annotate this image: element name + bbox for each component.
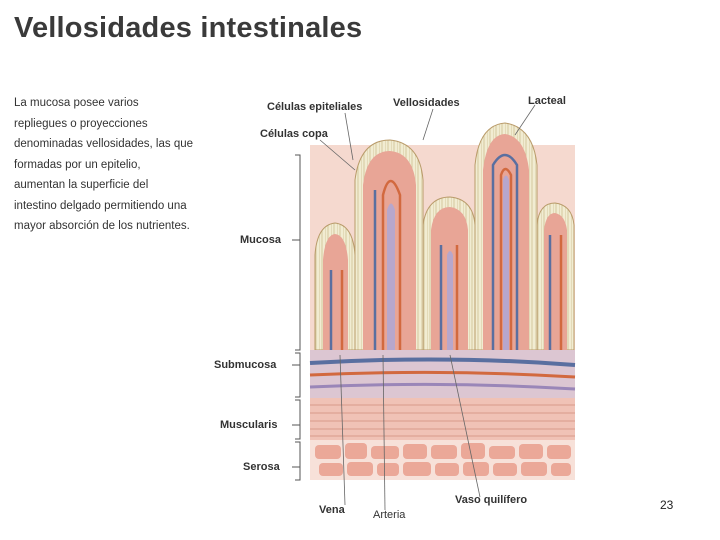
- villi-illustration: Células epiteliales Vellosidades Lacteal…: [205, 85, 585, 530]
- label-celulas-copa: Células copa: [260, 128, 328, 140]
- label-muscularis: Muscularis: [220, 419, 278, 431]
- label-vaso-quilifero: Vaso quilífero: [455, 494, 528, 506]
- layer-brackets: [292, 154, 301, 481]
- slide-title: Vellosidades intestinales: [14, 12, 363, 44]
- label-serosa: Serosa: [243, 461, 280, 473]
- leader-lines: [319, 104, 536, 511]
- label-vena: Vena: [319, 504, 345, 516]
- label-celulas-epiteliales: Células epiteliales: [267, 101, 363, 113]
- muscularis-layer: [310, 398, 575, 440]
- label-vellosidades: Vellosidades: [393, 97, 460, 109]
- villus-vessels: [329, 153, 563, 350]
- label-submucosa: Submucosa: [214, 359, 277, 371]
- lacteals: [387, 175, 509, 350]
- label-mucosa: Mucosa: [240, 234, 281, 246]
- label-arteria: Arteria: [373, 509, 406, 521]
- villi-drawing: [292, 104, 576, 511]
- slide-description: La mucosa posee varios repliegues o proy…: [14, 97, 194, 232]
- page-number: 23: [660, 498, 674, 512]
- label-lacteal: Lacteal: [528, 95, 566, 107]
